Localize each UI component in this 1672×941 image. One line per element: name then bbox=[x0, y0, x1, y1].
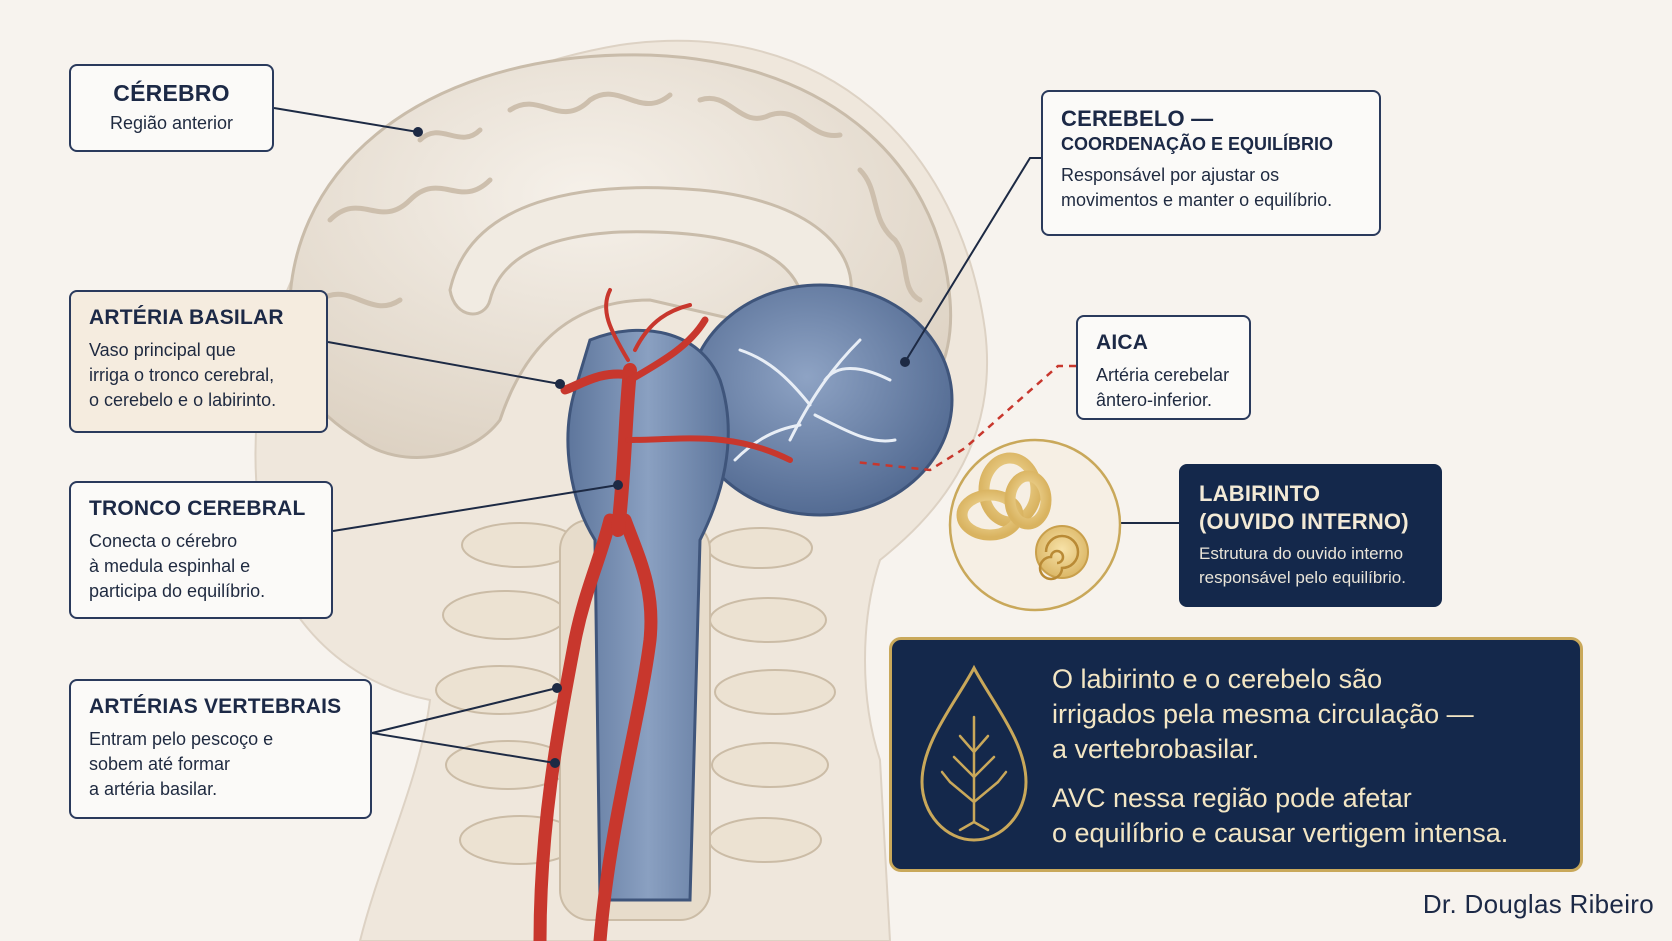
aica-dashed-line bbox=[854, 364, 1076, 472]
callout-line: O labirinto e o cerebelo são bbox=[1052, 664, 1383, 694]
desc-line: irriga o tronco cerebral, bbox=[89, 365, 275, 385]
author-signature: Dr. Douglas Ribeiro bbox=[1422, 889, 1654, 919]
desc-line: participa do equilíbrio. bbox=[89, 581, 266, 601]
label-labirinto: LABIRINTO (OUVIDO INTERNO) Estrutura do … bbox=[1179, 464, 1442, 607]
label-tronco-cerebral-desc: Conecta o cérebro à medula espinhal e pa… bbox=[89, 529, 313, 604]
label-labirinto-title: LABIRINTO (OUVIDO INTERNO) bbox=[1199, 480, 1422, 536]
label-cerebelo-subtitle: COORDENAÇÃO E EQUILÍBRIO bbox=[1061, 134, 1334, 154]
callout-line: irrigados pela mesma circulação — bbox=[1052, 699, 1474, 729]
label-arteria-basilar-desc: Vaso principal que irriga o tronco cereb… bbox=[89, 338, 308, 413]
callout-line: a vertebrobasilar. bbox=[1052, 734, 1260, 764]
label-arterias-vertebrais-title: ARTÉRIAS VERTEBRAIS bbox=[89, 695, 342, 718]
label-tronco-cerebral-title: TRONCO CEREBRAL bbox=[89, 497, 306, 520]
desc-line: Entram pelo pescoço e bbox=[89, 729, 274, 749]
label-cerebro-title: CÉREBRO bbox=[113, 80, 230, 106]
label-cerebro-desc: Região anterior bbox=[109, 113, 234, 133]
label-arteria-basilar: ARTÉRIA BASILAR Vaso principal que irrig… bbox=[69, 290, 328, 433]
title-line: (OUVIDO INTERNO) bbox=[1199, 509, 1409, 534]
desc-line: sobem até formar bbox=[89, 754, 231, 774]
label-cerebelo-desc: Responsável por ajustar os movimentos e … bbox=[1061, 163, 1361, 213]
drop-tree-icon bbox=[920, 664, 1028, 842]
label-cerebro: CÉREBRO Região anterior bbox=[69, 64, 274, 152]
cerebellum bbox=[686, 283, 954, 517]
label-tronco-cerebral: TRONCO CEREBRAL Conecta o cérebro à medu… bbox=[69, 481, 333, 619]
arteries bbox=[533, 288, 793, 941]
label-aica: AICA Artéria cerebelar ântero-inferior. bbox=[1076, 315, 1251, 420]
callout-line: o equilíbrio e causar vertigem intensa. bbox=[1052, 818, 1509, 848]
label-aica-title: AICA bbox=[1096, 331, 1149, 354]
desc-line: Artéria cerebelar bbox=[1096, 365, 1230, 385]
desc-line: responsável pelo equilíbrio. bbox=[1199, 568, 1406, 587]
cerebrum bbox=[288, 53, 953, 459]
label-cerebelo-title: CEREBELO — bbox=[1061, 106, 1214, 131]
key-message-callout: O labirinto e o cerebelo são irrigados p… bbox=[889, 637, 1583, 872]
title-line: LABIRINTO bbox=[1199, 481, 1321, 506]
desc-line: Responsável por ajustar os bbox=[1061, 165, 1280, 185]
desc-line: Estrutura do ouvido interno bbox=[1199, 544, 1404, 563]
label-aica-desc: Artéria cerebelar ântero-inferior. bbox=[1096, 363, 1231, 413]
desc-line: ântero-inferior. bbox=[1096, 390, 1213, 410]
label-arterias-vertebrais: ARTÉRIAS VERTEBRAIS Entram pelo pescoço … bbox=[69, 679, 372, 819]
desc-line: à medula espinhal e bbox=[89, 556, 251, 576]
callout-text: O labirinto e o cerebelo são irrigados p… bbox=[1052, 662, 1564, 851]
label-labirinto-desc: Estrutura do ouvido interno responsável … bbox=[1199, 542, 1422, 590]
label-arteria-basilar-title: ARTÉRIA BASILAR bbox=[89, 306, 284, 329]
desc-line: Conecta o cérebro bbox=[89, 531, 238, 551]
desc-line: o cerebelo e o labirinto. bbox=[89, 390, 277, 410]
callout-line: AVC nessa região pode afetar bbox=[1052, 783, 1412, 813]
inner-ear-inset bbox=[948, 438, 1122, 612]
desc-line: a artéria basilar. bbox=[89, 779, 218, 799]
desc-line: Vaso principal que bbox=[89, 340, 236, 360]
label-cerebelo: CEREBELO — COORDENAÇÃO E EQUILÍBRIO Resp… bbox=[1041, 90, 1381, 236]
label-arterias-vertebrais-desc: Entram pelo pescoço e sobem até formar a… bbox=[89, 727, 352, 802]
desc-line: movimentos e manter o equilíbrio. bbox=[1061, 190, 1333, 210]
